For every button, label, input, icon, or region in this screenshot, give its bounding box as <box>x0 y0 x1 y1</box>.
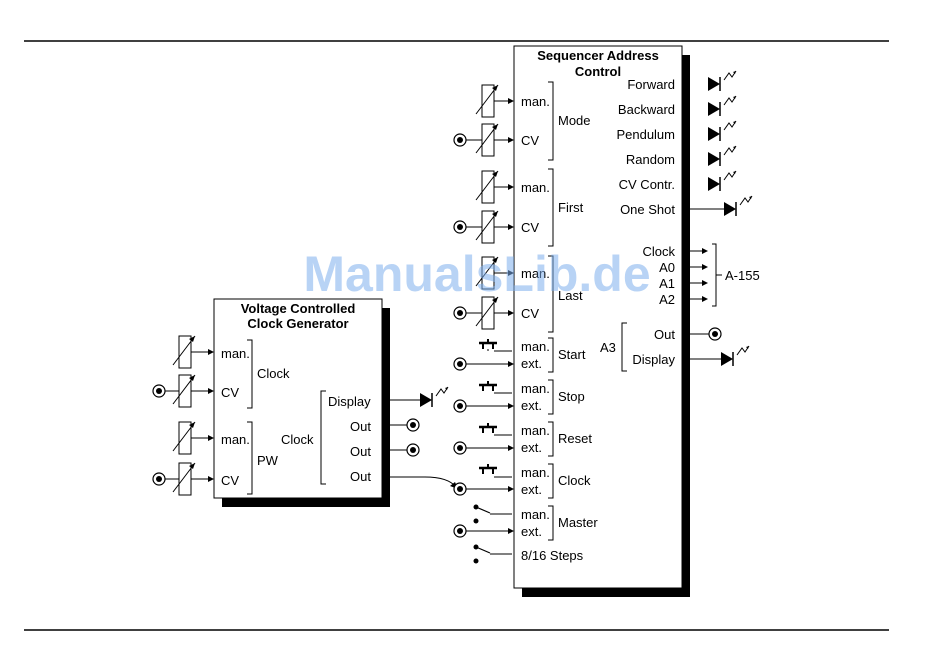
sac-mode-led-label: CV Contr. <box>619 177 675 192</box>
sac-row-label: man. <box>521 507 550 522</box>
sac-bus-label: A0 <box>659 260 675 275</box>
jack-icon[interactable] <box>406 443 420 457</box>
sac-bus-label: Clock <box>642 244 675 259</box>
jack-icon[interactable] <box>453 306 467 320</box>
sac-a3-output-out: Out <box>654 327 675 342</box>
led-icon <box>707 170 737 192</box>
vccg-row-label: CV <box>221 473 239 488</box>
sac-mode-led-label: One Shot <box>620 202 675 217</box>
sac-row-label: man. <box>521 381 550 396</box>
jack-icon[interactable] <box>453 220 467 234</box>
sac-row-label: man. <box>521 339 550 354</box>
sac-group-start: Start <box>558 347 586 362</box>
sac-row-label: man. <box>521 465 550 480</box>
vccg-group-clock: Clock <box>257 366 290 381</box>
vccg-output-display: Display <box>328 394 371 409</box>
potentiometer-icon[interactable] <box>475 170 514 204</box>
vccg-row-label: man. <box>221 346 250 361</box>
sac-row-label: man. <box>521 266 550 281</box>
vccg-group-pw: PW <box>257 453 279 468</box>
push-button-icon[interactable] <box>477 421 499 435</box>
led-icon <box>419 386 449 408</box>
sac-box <box>513 45 683 589</box>
vccg-output-out: Out <box>350 444 371 459</box>
led-icon <box>707 70 737 92</box>
vccg-output-out: Out <box>350 419 371 434</box>
vccg-output-out: Out <box>350 469 371 484</box>
sac-group-stop: Stop <box>558 389 585 404</box>
sac-row-label: ext. <box>521 356 542 371</box>
sac-row-label: ext. <box>521 524 542 539</box>
watermark: ManualsLib.de <box>303 246 650 302</box>
potentiometer-icon[interactable] <box>172 421 214 455</box>
sac-row-label: ext. <box>521 398 542 413</box>
sac-mode-led-label: Random <box>626 152 675 167</box>
led-icon <box>707 145 737 167</box>
toggle-switch-icon[interactable] <box>472 543 491 565</box>
potentiometer-icon[interactable] <box>172 335 214 369</box>
sac-module: Sequencer Address Control man. CV man. C… <box>453 45 760 597</box>
vccg-clock-label: Clock <box>281 432 314 447</box>
vccg-title-2: Clock Generator <box>247 316 348 331</box>
push-button-icon[interactable] <box>477 379 499 393</box>
led-icon <box>723 195 753 217</box>
jack-icon[interactable] <box>453 524 467 538</box>
sac-row-label: man. <box>521 423 550 438</box>
sac-row-label: ext. <box>521 440 542 455</box>
toggle-switch-icon[interactable] <box>472 503 491 525</box>
jack-icon[interactable] <box>708 327 722 341</box>
cv-input-group[interactable] <box>453 123 514 157</box>
jack-icon[interactable] <box>152 472 166 486</box>
sac-title-2: Control <box>575 64 621 79</box>
jack-icon[interactable] <box>453 357 467 371</box>
jack-icon[interactable] <box>406 418 420 432</box>
vccg-row-label: man. <box>221 432 250 447</box>
led-icon <box>720 345 750 367</box>
push-button-icon[interactable] <box>477 462 499 476</box>
sac-mode-led-label: Forward <box>627 77 675 92</box>
potentiometer-icon[interactable] <box>475 84 514 118</box>
cv-input-group[interactable] <box>152 374 214 408</box>
led-icon <box>707 120 737 142</box>
sac-a3-label: A3 <box>600 340 616 355</box>
sac-row-label: man. <box>521 94 550 109</box>
vccg-title-1: Voltage Controlled <box>241 301 356 316</box>
sac-group-clock: Clock <box>558 473 591 488</box>
jack-icon[interactable] <box>453 482 467 496</box>
jack-icon[interactable] <box>453 399 467 413</box>
sac-group-master: Master <box>558 515 598 530</box>
potentiometer-icon[interactable] <box>475 256 514 290</box>
led-icon <box>707 95 737 117</box>
sac-group-last: Last <box>558 288 583 303</box>
sac-row-label: man. <box>521 180 550 195</box>
sac-group-first: First <box>558 200 584 215</box>
sac-a3-output-display: Display <box>632 352 675 367</box>
sac-mode-led-label: Pendulum <box>616 127 675 142</box>
sac-row-label: ext. <box>521 482 542 497</box>
sac-bus-target: A-155 <box>725 268 760 283</box>
jack-icon[interactable] <box>152 384 166 398</box>
vccg-module: Voltage Controlled Clock Generator man. … <box>152 298 458 507</box>
sac-row-label: CV <box>521 133 539 148</box>
cv-input-group[interactable] <box>152 462 214 496</box>
sac-steps-label: 8/16 Steps <box>521 548 584 563</box>
vccg-box <box>213 298 383 499</box>
cv-input-group[interactable] <box>453 210 514 244</box>
push-button-icon[interactable] <box>477 337 499 351</box>
sac-row-label: CV <box>521 220 539 235</box>
sac-bus-label: A1 <box>659 276 675 291</box>
clock-patch-wire <box>382 476 457 488</box>
sac-title-1: Sequencer Address <box>537 48 659 63</box>
sac-row-label: CV <box>521 306 539 321</box>
jack-icon[interactable] <box>453 133 467 147</box>
sac-group-mode: Mode <box>558 113 591 128</box>
sac-bus-label: A2 <box>659 292 675 307</box>
jack-icon[interactable] <box>453 441 467 455</box>
sac-group-reset: Reset <box>558 431 592 446</box>
vccg-row-label: CV <box>221 385 239 400</box>
cv-input-group[interactable] <box>453 296 514 330</box>
sac-mode-led-label: Backward <box>618 102 675 117</box>
